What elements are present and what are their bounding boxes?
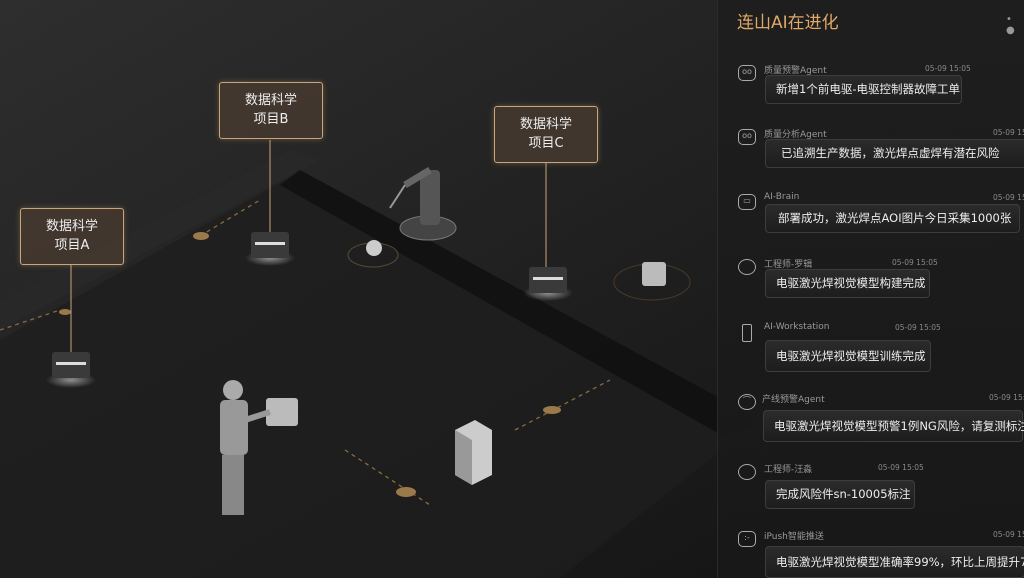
engineer-figure bbox=[220, 380, 298, 515]
more-icon[interactable]: • ● bbox=[1006, 14, 1017, 36]
agv-robot-a bbox=[46, 352, 96, 388]
label-line: 数据科学 bbox=[519, 117, 572, 132]
feed-sender: 质量分析Agent bbox=[764, 130, 827, 140]
feed-time: 05-09 15:05 bbox=[993, 530, 1024, 539]
feed-message: 电驱激光焊视觉模型预警1例NG风险，请复测标注 bbox=[763, 410, 1024, 442]
user-icon bbox=[738, 464, 756, 480]
feed-sender: 质量预警Agent bbox=[764, 66, 827, 76]
label-line: 数据科学 bbox=[244, 93, 297, 108]
feed-time: 05-09 15:05 bbox=[993, 128, 1024, 137]
panel-title: 连山AI在进化 bbox=[737, 13, 839, 33]
feed-sender: 产线预警Agent bbox=[762, 395, 825, 405]
feed-time: 05-09 15:05 bbox=[892, 258, 938, 267]
feed-time: 05-09 15:05 bbox=[878, 463, 924, 472]
feed-message: 电驱激光焊视觉模型准确率99%，环比上周提升7% bbox=[765, 546, 1024, 578]
feed-time: 05-09 15:05 bbox=[989, 393, 1024, 402]
feed-time: 05-09 15:05 bbox=[925, 64, 971, 73]
feed-sender: 工程师-罗辑 bbox=[764, 260, 813, 270]
feed-message: 电驱激光焊视觉模型构建完成 bbox=[765, 269, 930, 298]
robot-arm bbox=[389, 166, 457, 241]
robot-face-icon: ⌒ bbox=[738, 394, 756, 410]
feed-sender: AI-Brain bbox=[764, 192, 800, 202]
feed-time: 05-09 15:05 bbox=[895, 323, 941, 332]
feed-message: 新增1个前电驱-电驱控制器故障工单 bbox=[765, 75, 962, 104]
label-line: 数据科学 bbox=[45, 219, 98, 234]
activity-panel: 连山AI在进化 • ● oo 质量预警Agent 05-09 15:05 新增1个前电… bbox=[717, 0, 1024, 578]
server-rack bbox=[455, 420, 492, 485]
robot-antenna-icon: oo bbox=[738, 129, 756, 145]
feed-time: 05-09 15:05 bbox=[993, 193, 1024, 202]
label-line: 项目B bbox=[253, 112, 289, 127]
project-b-label[interactable]: 数据科学项目B bbox=[219, 82, 323, 139]
monitor-icon: ▭ bbox=[738, 194, 756, 210]
feed-sender: AI-Workstation bbox=[764, 322, 830, 332]
label-line: 项目A bbox=[54, 238, 90, 253]
feed-message: 已追溯生产数据，激光焊点虚焊有潜在风险 bbox=[765, 139, 1024, 168]
part-icon bbox=[347, 240, 399, 268]
robot-icon: oo bbox=[738, 65, 756, 81]
agv-robot-c bbox=[523, 267, 573, 301]
agv-robot-b bbox=[245, 232, 295, 266]
project-c-label[interactable]: 数据科学项目C bbox=[494, 106, 598, 163]
bot-icon: :- bbox=[738, 531, 756, 547]
workstation-icon bbox=[742, 324, 752, 342]
label-line: 项目C bbox=[528, 136, 564, 151]
floor-plane bbox=[0, 170, 760, 578]
user-icon bbox=[738, 259, 756, 275]
feed-message: 完成风险件sn-10005标注 bbox=[765, 480, 915, 509]
feed-message: 部署成功，激光焊点AOI图片今日采集1000张 bbox=[765, 204, 1020, 233]
feed-sender: 工程师-汪淼 bbox=[764, 465, 813, 475]
project-a-label[interactable]: 数据科学项目A bbox=[20, 208, 124, 265]
feed-message: 电驱激光焊视觉模型训练完成 bbox=[765, 340, 931, 372]
motor-part bbox=[613, 262, 691, 301]
feed-sender: iPush智能推送 bbox=[764, 532, 824, 542]
